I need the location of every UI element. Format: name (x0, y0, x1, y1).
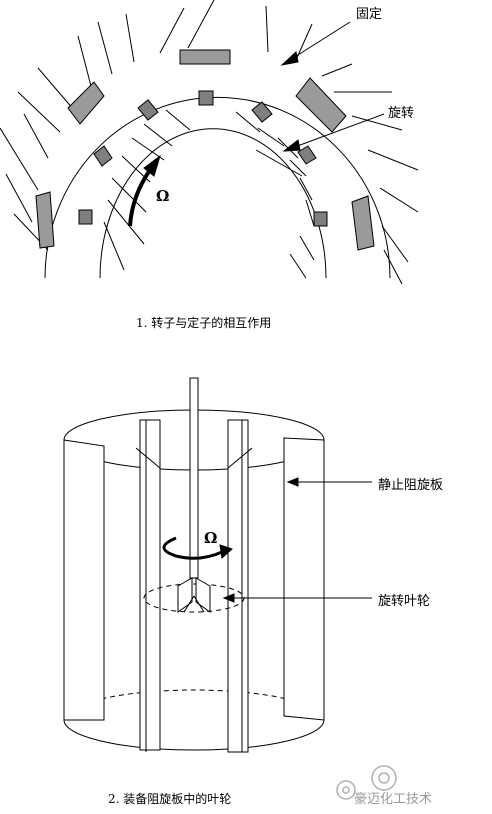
rotate-leader-line (291, 113, 385, 149)
label-fixed: 固定 (356, 7, 383, 22)
baffle-front-right (227, 419, 253, 753)
watermark-text: 豪迈化工技术 (354, 792, 433, 807)
stator-ring (44, 96, 391, 279)
baffle-front-left (135, 419, 161, 752)
baffle-right (283, 437, 325, 721)
baffle-left (63, 439, 105, 721)
rotation-arrow-2 (162, 536, 223, 560)
baffled-vessel-figure (63, 377, 372, 753)
rotate-leader-arrowhead (282, 139, 301, 152)
rotor-ring (99, 128, 327, 279)
caption-figure-2: 2. 装备阻旋板中的叶轮 (108, 792, 232, 806)
rotation-arrow-2-head (219, 544, 233, 559)
impeller-shaft (189, 377, 199, 579)
stator-blades (0, 0, 419, 285)
fixed-leader-arrowhead (280, 51, 299, 66)
fixed-leader-line (289, 21, 351, 61)
omega-symbol-2: Ω (204, 529, 218, 547)
label-rotate: 旋转 (388, 106, 415, 121)
stator-blocks (35, 49, 375, 251)
rotor-blocks (78, 90, 328, 227)
watermark-logo-icon (336, 765, 397, 800)
rotor-blades (103, 109, 315, 279)
caption-figure-1: 1. 转子与定子的相互作用 (136, 316, 272, 330)
omega-symbol-1: Ω (156, 187, 170, 205)
rotation-arrow-1-head (143, 154, 161, 177)
label-baffle: 静止阻旋板 (378, 478, 444, 493)
baffle-leader-arrowhead (286, 477, 299, 487)
rotation-arrow-1 (128, 168, 152, 227)
impeller-blades (177, 577, 211, 613)
rotor-stator-figure (0, 0, 419, 285)
label-impeller: 旋转叶轮 (378, 594, 431, 609)
vessel-bottom-front (63, 719, 325, 751)
impeller-leader-arrowhead (222, 593, 235, 603)
